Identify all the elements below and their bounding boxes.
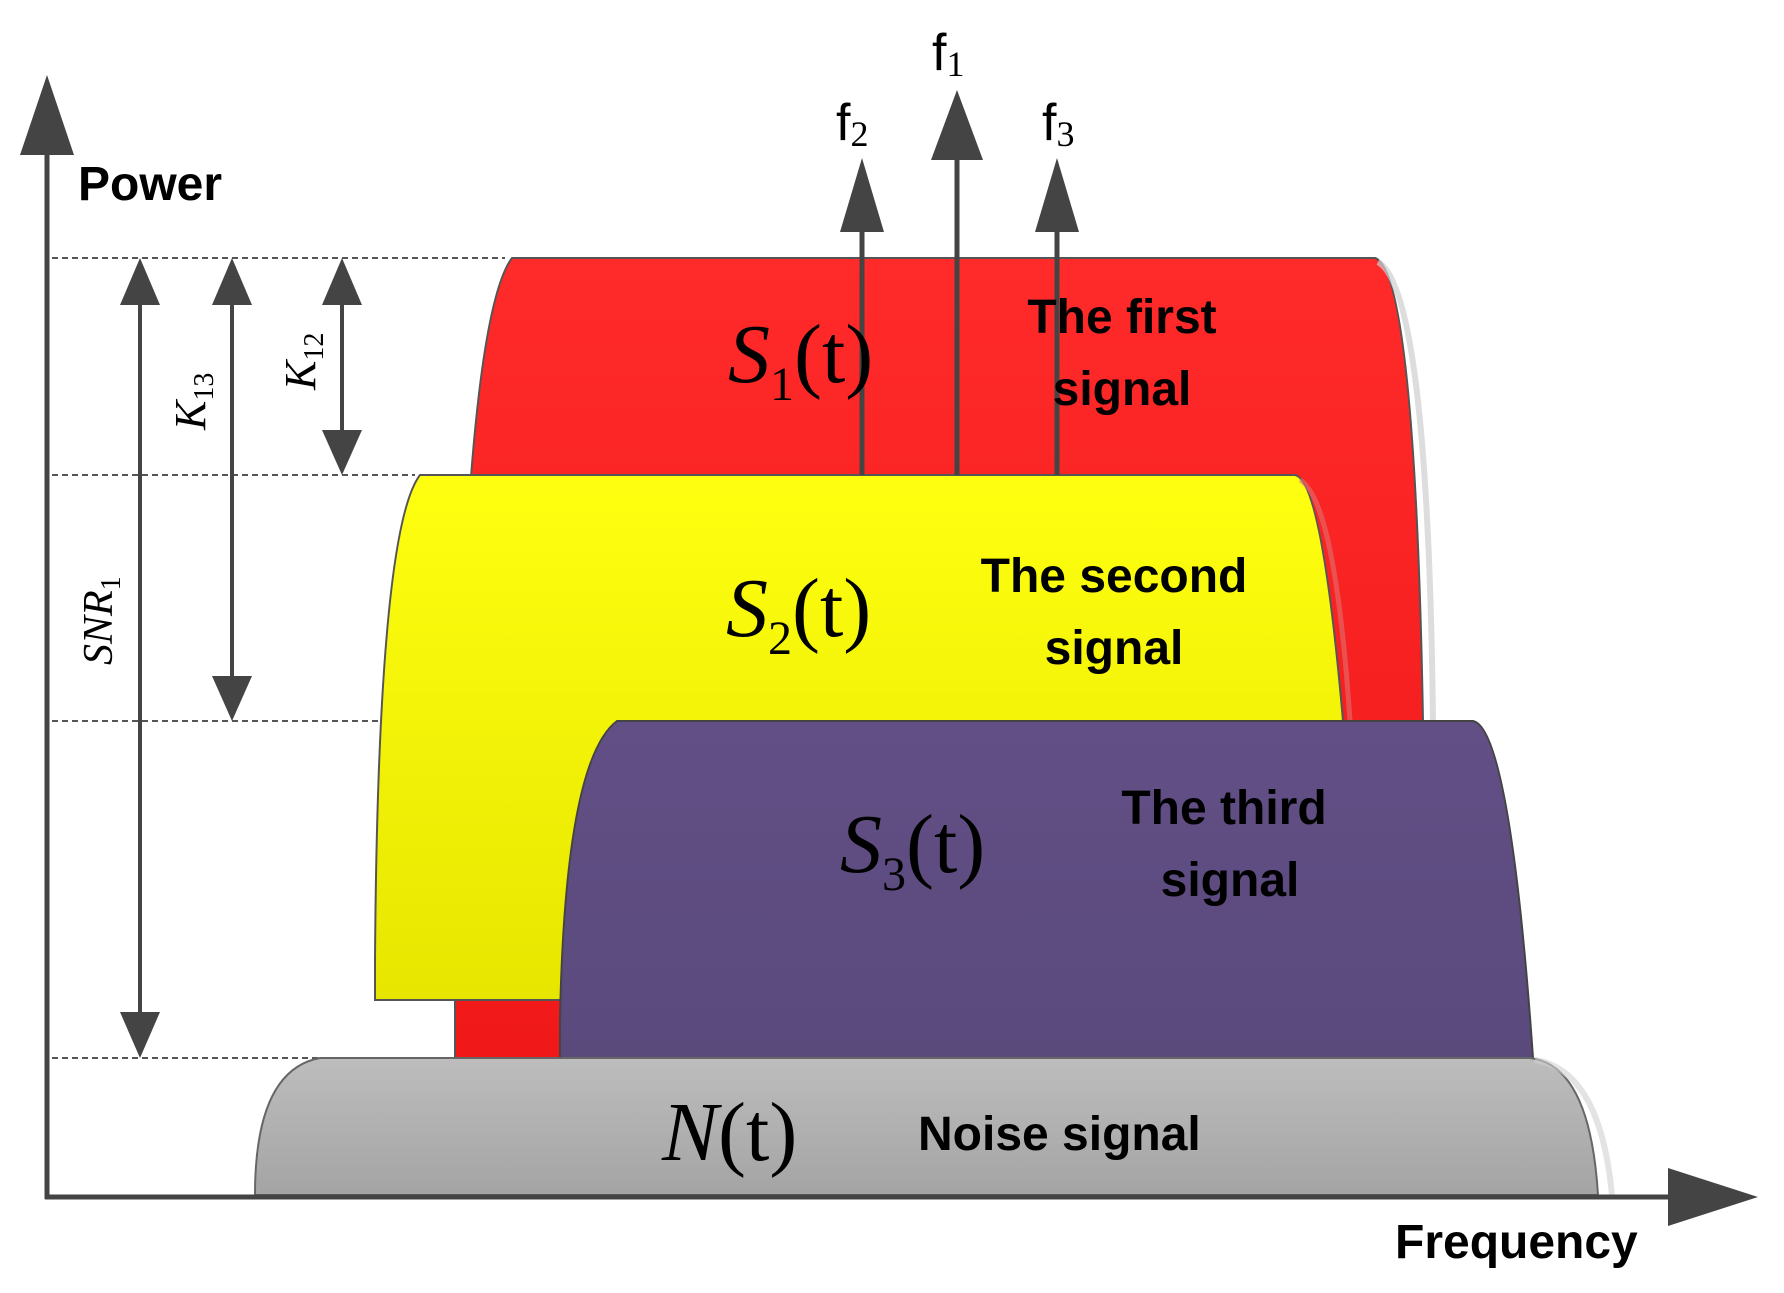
k12-arrow-bottom (322, 430, 362, 475)
s2-description-line1: The second (981, 550, 1248, 603)
s3-description-line1: The third (1121, 782, 1326, 835)
k12-label: K12 (276, 333, 330, 391)
tone-f1-arrowhead (931, 90, 983, 160)
s1-symbol: S1(t) (728, 308, 873, 411)
tone-f2-arrowhead (840, 158, 884, 232)
tone-f3-label: f3 (1042, 94, 1074, 154)
s3-symbol: S3(t) (840, 798, 985, 901)
noise-symbol: N(t) (661, 1086, 797, 1179)
y-axis-arrowhead (20, 75, 74, 155)
snr-label: SNR1 (76, 576, 127, 665)
third-signal-block (559, 720, 1535, 1059)
s1-description-line2: signal (1053, 363, 1192, 416)
noise-signal-block (253, 1057, 1600, 1196)
s3-description-line2: signal (1161, 854, 1300, 907)
measurement-arrows (120, 258, 362, 1058)
tone-f3-arrowhead (1035, 158, 1079, 232)
k12-arrow-top (322, 258, 362, 305)
second-signal-shadow (1298, 477, 1353, 722)
k13-arrow-bottom (212, 676, 252, 721)
tone-f2-label: f2 (836, 94, 868, 154)
noise-description: Noise signal (918, 1108, 1201, 1161)
snr-arrow-top (120, 258, 160, 305)
tone-f1-label: f1 (932, 24, 964, 84)
x-axis-label: Frequency (1395, 1216, 1638, 1269)
k13-label: K13 (166, 373, 220, 431)
x-axis-arrowhead (1668, 1168, 1758, 1226)
noise-signal-shadow (1534, 1057, 1615, 1196)
s2-description-line2: signal (1045, 622, 1184, 675)
snr-arrow-bottom (120, 1012, 160, 1058)
s1-description-line1: The first (1027, 291, 1216, 344)
axes (20, 75, 1758, 1226)
s2-symbol: S2(t) (726, 562, 871, 665)
first-signal-shadow (1376, 259, 1436, 722)
y-axis-label: Power (78, 158, 222, 211)
k13-arrow-top (212, 258, 252, 305)
tone-arrows (840, 90, 1079, 475)
